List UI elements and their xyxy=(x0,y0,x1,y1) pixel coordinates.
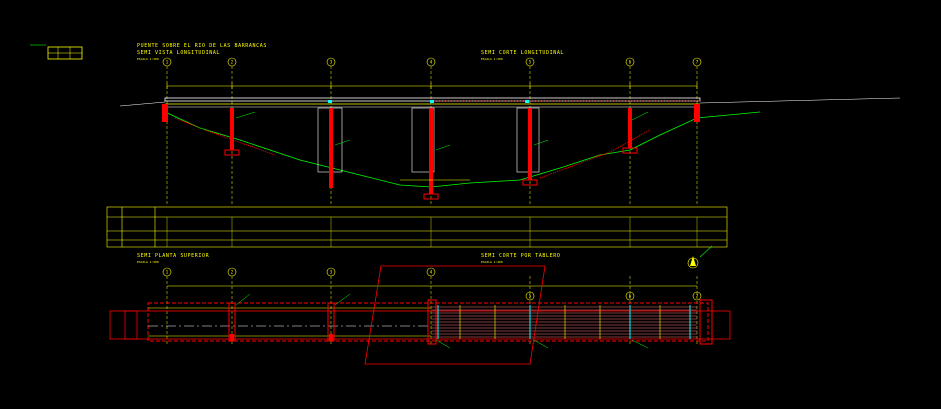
axis-label: 5 xyxy=(529,294,532,299)
axis-label: 4 xyxy=(430,60,433,65)
axis-markers-plan: 1 2 3 4 5 6 7 xyxy=(162,267,702,301)
view-title-elevation: SEMI VISTA LONGITUDINAL xyxy=(137,50,220,56)
axis-label: 7 xyxy=(696,294,699,299)
axis-label: 4 xyxy=(430,270,433,275)
profile-data-table xyxy=(106,206,728,248)
axis-label: 3 xyxy=(330,270,333,275)
title-block-icon xyxy=(30,44,83,60)
north-arrow-icon xyxy=(687,245,713,269)
axis-markers-elevation: 1 2 3 4 5 6 7 xyxy=(162,57,702,67)
axis-label: 2 xyxy=(231,270,234,275)
drawing-title: PUENTE SOBRE EL RIO DE LAS BARRANCAS xyxy=(137,43,267,49)
axis-label: 1 xyxy=(166,60,169,65)
axis-label: 6 xyxy=(629,294,632,299)
axis-label: 6 xyxy=(629,60,632,65)
axis-label: 5 xyxy=(529,60,532,65)
plan-view xyxy=(109,245,731,365)
scale-note-plan: ESCALA 1:200 xyxy=(137,260,159,264)
view-title-plan: SEMI PLANTA SUPERIOR xyxy=(137,253,210,259)
view-title-section-long: SEMI CORTE LONGITUDINAL xyxy=(481,50,564,56)
scale-note-section: ESCALA 1:200 xyxy=(481,57,503,61)
annotation-leaders xyxy=(235,111,649,349)
axis-label: 7 xyxy=(696,60,699,65)
scale-note-elevation: ESCALA 1:200 xyxy=(137,57,159,61)
axis-label: 2 xyxy=(231,60,234,65)
axis-label: 1 xyxy=(166,270,169,275)
view-title-deck-section: SEMI CORTE POR TABLERO xyxy=(481,253,560,259)
elevation-view xyxy=(119,66,901,205)
scale-note-deck: ESCALA 1:200 xyxy=(481,260,503,264)
axis-label: 3 xyxy=(330,60,333,65)
